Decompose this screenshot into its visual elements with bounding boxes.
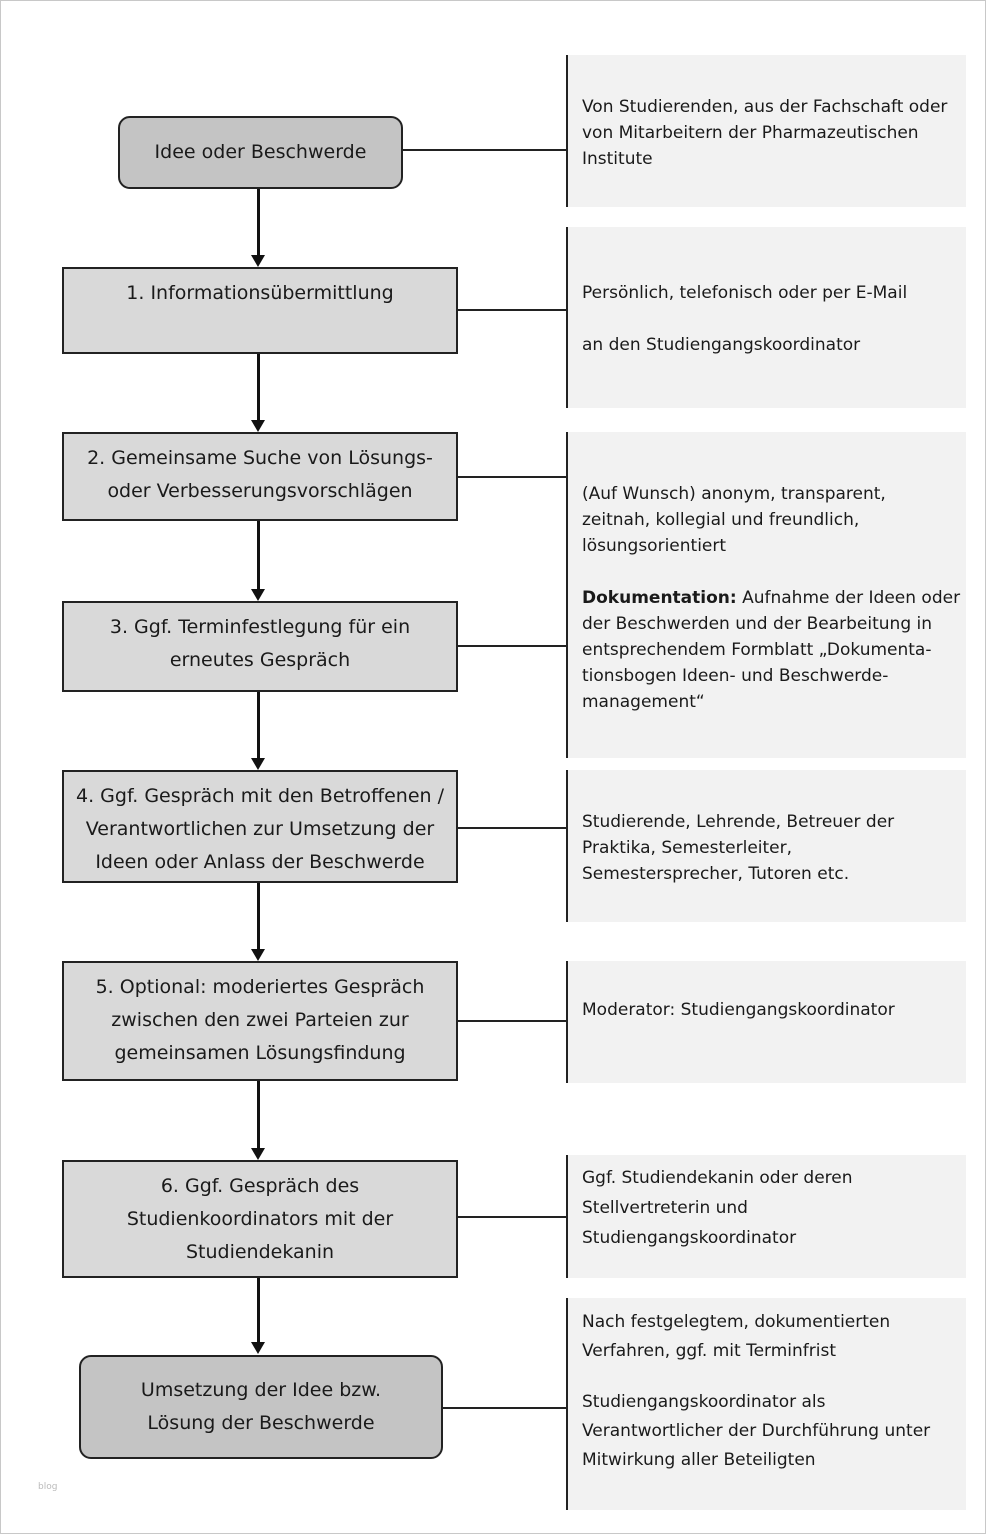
step-5-text-line-3: gemeinsamen Lösungsfindung <box>114 1042 406 1064</box>
note-documentation-line-5: management“ <box>582 692 705 712</box>
note-dean-line-3: Studiengangskoordinator <box>582 1228 797 1248</box>
step-1-text: 1. Informationsübermittlung <box>126 282 394 304</box>
connector-step-4 <box>458 827 567 829</box>
note-procedure-line-4: Verantwortlicher der Durchführung unter <box>582 1421 931 1441</box>
step-4-text-line-1: 4. Ggf. Gespräch mit den Betroffenen / <box>76 785 444 807</box>
arrow-head-4 <box>251 949 265 961</box>
note-source: Von Studierenden, aus der Fachschaft ode… <box>566 55 966 207</box>
connector-step-5 <box>458 1020 567 1022</box>
note-procedure-line-2: Verfahren, ggf. mit Terminfrist <box>582 1341 837 1361</box>
documentation-first-text: Aufnahme der Ideen oder <box>736 588 961 608</box>
note-principles-line-2: zeitnah, kollegial und freundlich, <box>582 510 860 530</box>
note-participants-line-2: Praktika, Semesterleiter, <box>582 838 793 858</box>
connector-step-3 <box>458 645 567 647</box>
note-channel-line-1: Persönlich, telefonisch oder per E-Mail <box>582 283 908 303</box>
step-5-moderated-talk: 5. Optional: moderiertes Gespräch zwisch… <box>62 961 458 1081</box>
note-procedure-line-3: Studiengangskoordinator als <box>582 1392 826 1412</box>
watermark: blog <box>38 1482 58 1492</box>
step-3-scheduling: 3. Ggf. Terminfestlegung für ein erneute… <box>62 601 458 692</box>
note-source-line-1: Von Studierenden, aus der Fachschaft ode… <box>582 97 948 117</box>
step-3-text-line-1: 3. Ggf. Terminfestlegung für ein <box>109 616 411 638</box>
note-procedure-line-5: Mitwirkung aller Beteiligten <box>582 1450 816 1470</box>
note-documentation-line-4: tionsbogen Ideen- und Beschwerde- <box>582 666 889 686</box>
documentation-label: Dokumentation: <box>582 588 737 608</box>
note-dean-line-2: Stellvertreterin und <box>582 1198 748 1218</box>
step-5-text-line-2: zwischen den zwei Parteien zur <box>111 1009 409 1031</box>
step-1-information-transfer: 1. Informationsübermittlung <box>62 267 458 354</box>
step-end-text-line-2: Lösung der Beschwerde <box>147 1412 375 1434</box>
step-6-text-line-1: 6. Ggf. Gespräch des <box>160 1175 360 1197</box>
note-principles-documentation: (Auf Wunsch) anonym, transparent, zeitna… <box>566 432 966 758</box>
connector-step-6 <box>458 1216 567 1218</box>
connector-start <box>403 149 567 151</box>
note-documentation-line-1: Dokumentation: Aufnahme der Ideen oder <box>582 585 961 611</box>
step-5-text-line-1: 5. Optional: moderiertes Gespräch <box>95 976 425 998</box>
note-moderator-line-1: Moderator: Studiengangskoordinator <box>582 1000 895 1020</box>
arrow-head-6 <box>251 1342 265 1354</box>
note-dean: Ggf. Studiendekanin oder deren Stellvert… <box>566 1155 966 1278</box>
arrow-shaft-1 <box>257 354 260 420</box>
step-end-implementation: Umsetzung der Idee bzw. Lösung der Besch… <box>79 1355 443 1459</box>
step-6-talk-with-dean: 6. Ggf. Gespräch des Studienkoordinators… <box>62 1160 458 1278</box>
arrow-shaft-3 <box>257 692 260 758</box>
step-4-text-line-2: Verantwortlichen zur Umsetzung der <box>85 818 435 840</box>
step-start-idea-or-complaint: Idee oder Beschwerde <box>118 116 403 189</box>
note-documentation-line-2: der Beschwerden und der Bearbeitung in <box>582 614 933 634</box>
arrow-head-3 <box>251 758 265 770</box>
step-end-text-line-1: Umsetzung der Idee bzw. <box>140 1379 382 1401</box>
step-6-text-line-3: Studiendekanin <box>185 1241 335 1263</box>
note-dean-line-1: Ggf. Studiendekanin oder deren <box>582 1168 853 1188</box>
arrow-head-2 <box>251 589 265 601</box>
arrow-shaft-0 <box>257 189 260 255</box>
note-principles-line-3: lösungsorientiert <box>582 536 727 556</box>
step-4-talk-with-affected: 4. Ggf. Gespräch mit den Betroffenen / V… <box>62 770 458 883</box>
arrow-head-1 <box>251 420 265 432</box>
note-documentation-line-3: entsprechendem Formblatt „Dokumenta- <box>582 640 932 660</box>
note-source-line-2: von Mitarbeitern der Pharmazeutischen <box>582 123 919 143</box>
connector-end <box>443 1407 567 1409</box>
step-2-text-line-2: oder Verbesserungsvorschlägen <box>107 480 413 502</box>
step-4-text-line-3: Ideen oder Anlass der Beschwerde <box>95 851 425 873</box>
note-channel-line-2: an den Studiengangskoordinator <box>582 335 861 355</box>
arrow-shaft-2 <box>257 521 260 589</box>
note-source-line-3: Institute <box>582 149 653 169</box>
note-procedure-line-1: Nach festgelegtem, dokumentierten <box>582 1312 891 1332</box>
note-moderator: Moderator: Studiengangskoordinator <box>566 961 966 1083</box>
note-procedure: Nach festgelegtem, dokumentierten Verfah… <box>566 1298 966 1510</box>
note-participants-line-1: Studierende, Lehrende, Betreuer der <box>582 812 895 832</box>
arrow-shaft-6 <box>257 1278 260 1342</box>
arrow-shaft-4 <box>257 883 260 949</box>
note-participants-line-3: Semestersprecher, Tutoren etc. <box>582 864 850 884</box>
arrow-head-5 <box>251 1148 265 1160</box>
arrow-head-0 <box>251 255 265 267</box>
step-2-joint-search: 2. Gemeinsame Suche von Lösungs- oder Ve… <box>62 432 458 521</box>
note-principles-line-1: (Auf Wunsch) anonym, transparent, <box>582 484 886 504</box>
step-2-text-line-1: 2. Gemeinsame Suche von Lösungs- <box>87 447 433 469</box>
note-participants: Studierende, Lehrende, Betreuer der Prak… <box>566 770 966 922</box>
arrow-shaft-5 <box>257 1081 260 1148</box>
connector-step-1 <box>458 309 567 311</box>
step-start-text: Idee oder Beschwerde <box>154 141 367 163</box>
note-channel: Persönlich, telefonisch oder per E-Mail … <box>566 227 966 408</box>
step-6-text-line-2: Studienkoordinators mit der <box>126 1208 394 1230</box>
connector-step-2 <box>458 476 567 478</box>
step-3-text-line-2: erneutes Gespräch <box>169 649 351 671</box>
